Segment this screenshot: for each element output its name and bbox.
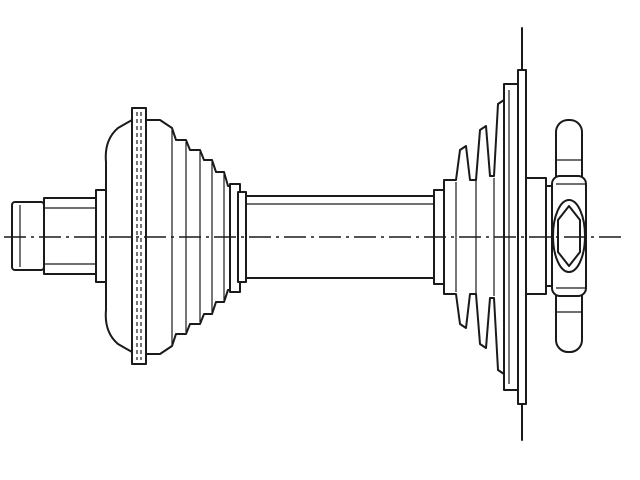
tripod-end	[551, 119, 587, 353]
outer-cv-joint-housing	[104, 107, 147, 365]
left-stub-shaft	[11, 189, 107, 283]
inner-joint-flange	[503, 27, 557, 441]
